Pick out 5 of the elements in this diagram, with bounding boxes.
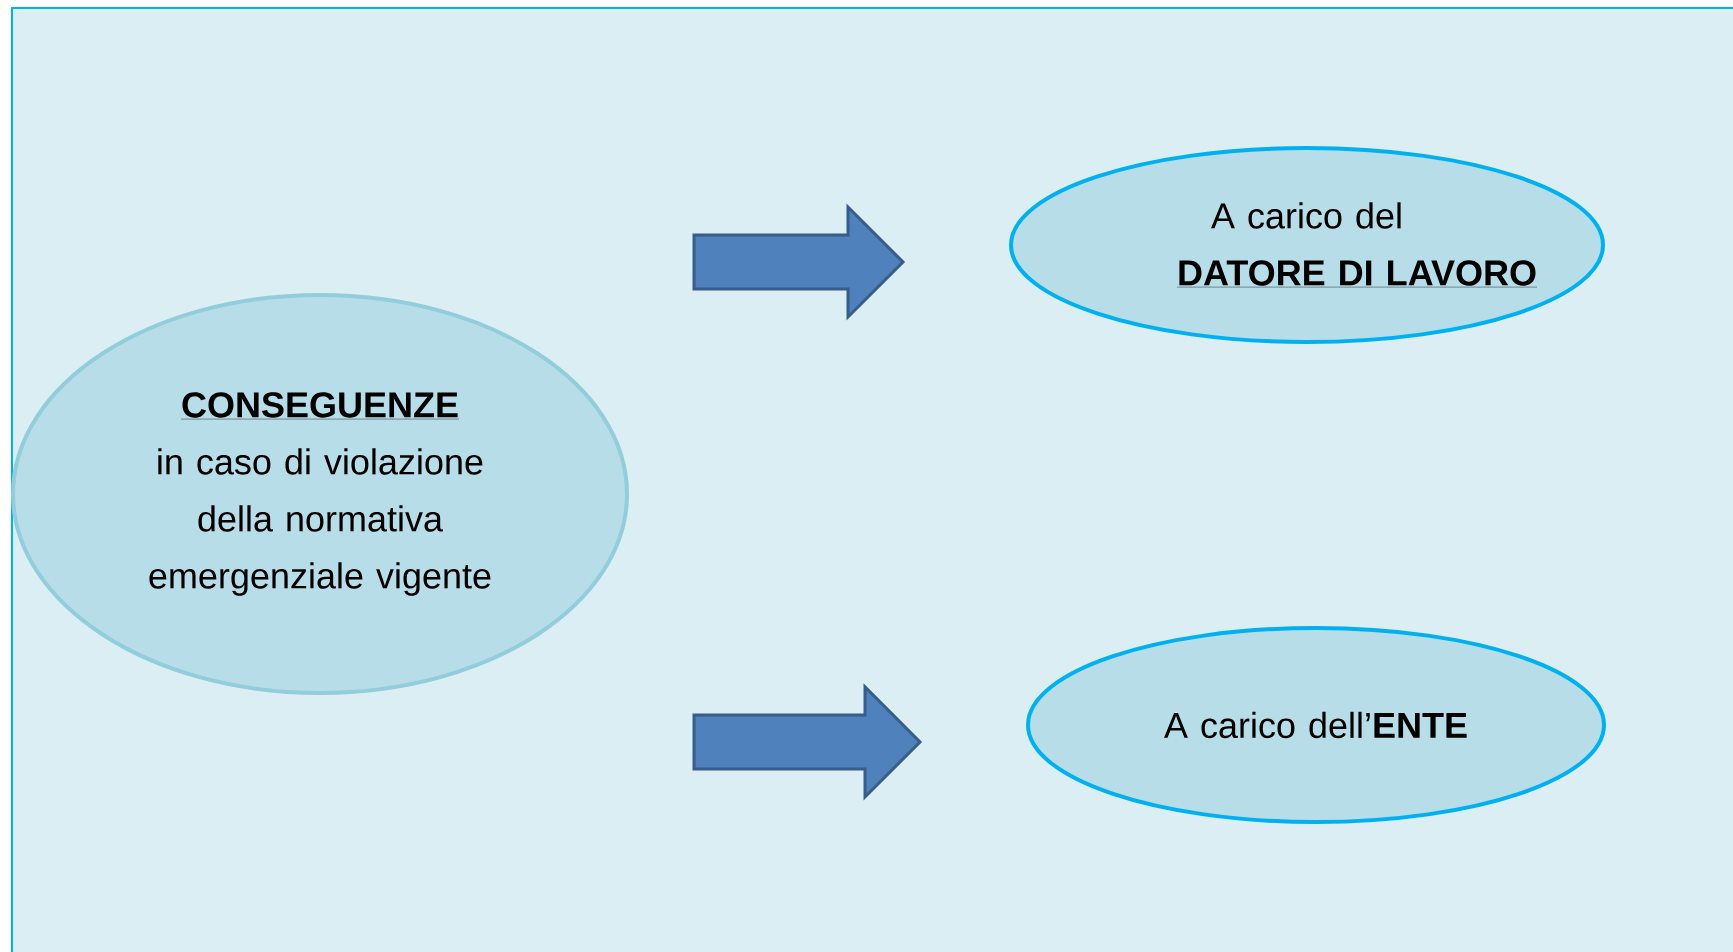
block-arrow [692,683,923,801]
ellipse-node: CONSEGUENZE in caso di violazione della normativa emergenziale vigente [11,293,629,695]
ellipse-node: A carico del DATORE DI LAVORO [1009,146,1605,344]
ellipse-node: A carico dell’ENTE [1026,626,1606,824]
block-arrow [692,203,906,321]
